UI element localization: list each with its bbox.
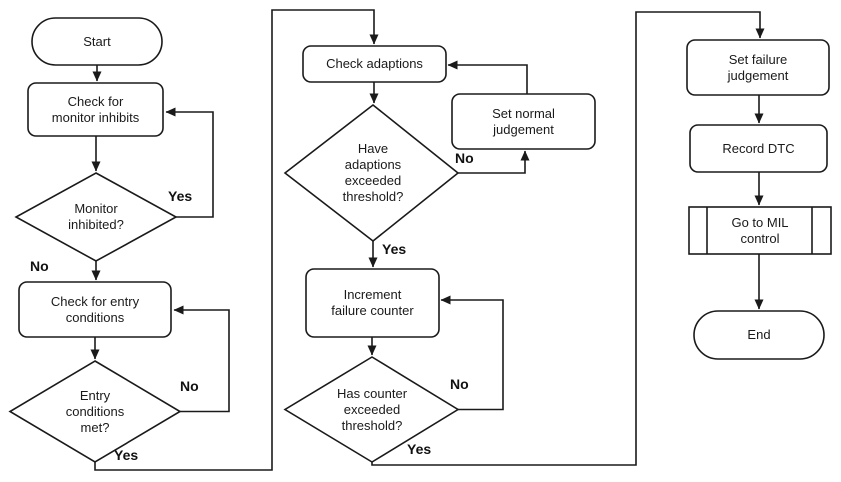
increment-failure-counter-shape [305, 268, 440, 338]
edge-counter-no-loop [440, 295, 504, 411]
monitor-inhibited-decision-shape [14, 172, 178, 262]
edge-adaptions-no-to-set-normal [458, 150, 530, 174]
check-monitor-inhibits-shape [27, 82, 164, 137]
entry-conditions-met-decision-shape [8, 360, 182, 463]
edge-counter-yes-to-set-failure [371, 11, 765, 466]
set-failure-judgement-shape [686, 39, 830, 96]
end-node-shape [693, 310, 825, 360]
record-dtc-shape [689, 124, 828, 173]
go-to-mil-control-shape [688, 206, 832, 255]
counter-exceeded-decision-shape [283, 356, 460, 463]
adaptions-exceeded-decision-shape [283, 103, 460, 243]
start-node-shape [31, 17, 163, 66]
edge-entry-yes-to-check-adaptions [94, 9, 379, 471]
set-normal-judgement-shape [451, 93, 596, 150]
edge-monitor-yes-loop [165, 107, 214, 218]
check-adaptions-shape [302, 45, 447, 83]
check-entry-conditions-shape [18, 281, 172, 338]
edge-set-normal-to-check-adaptions [447, 60, 528, 94]
edge-entry-no-loop [173, 305, 230, 413]
